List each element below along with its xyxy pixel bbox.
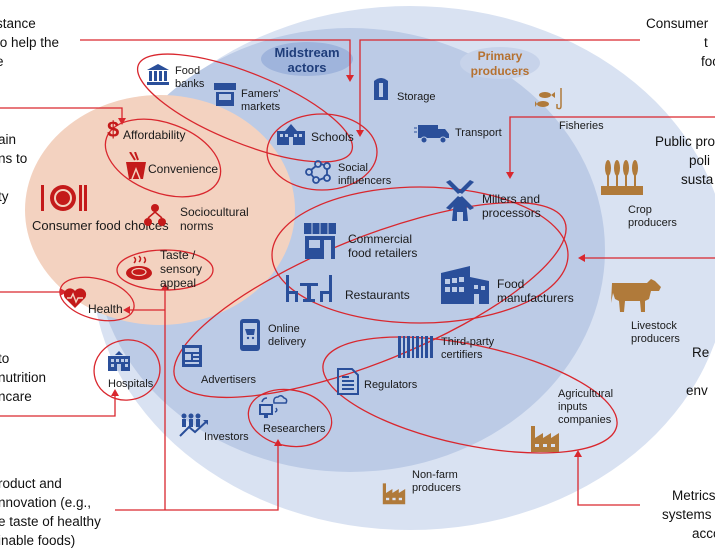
health-label: Health [88, 302, 123, 316]
primary-producers-badge: Primary producers [470, 49, 530, 78]
school-icon [277, 124, 305, 145]
phone-cart-icon [240, 319, 260, 351]
consumer-zone [25, 95, 295, 325]
cow-icon [611, 279, 661, 312]
oval-affordability-convenience [104, 118, 222, 198]
livestock-producers-label: Livestock producers [631, 320, 680, 345]
midstream-badge: Midstream actors [274, 45, 340, 75]
wheat-icon [601, 160, 643, 195]
hospitals-label: Hospitals [108, 378, 154, 390]
arrowhead [118, 118, 126, 125]
right-note-4: Metricssystemsacco [662, 488, 715, 541]
commercial-food-retailers-label: Commercial food retailers [348, 232, 418, 260]
computer-cloud-icon [259, 394, 288, 418]
factory-icon [382, 483, 406, 505]
bank-building-icon [147, 64, 169, 85]
hospital-icon [108, 351, 130, 371]
convenience-label: Convenience [148, 162, 219, 176]
storage-label: Storage [397, 91, 436, 103]
right-note-1: Consumertfoo [646, 16, 715, 69]
factory-icon [531, 426, 559, 452]
left-note-3: tonutritionncare [0, 351, 47, 404]
right-note-3: Re env [686, 345, 710, 398]
truck-icon [414, 125, 449, 144]
hot-dish-icon [126, 255, 152, 280]
oval-regulators [322, 336, 618, 454]
arrowhead [161, 283, 169, 290]
arrowhead [578, 254, 585, 262]
investors-chart-icon [179, 413, 208, 437]
plate-cutlery-icon [41, 185, 87, 211]
advertisers-label: Advertisers [201, 374, 257, 386]
online-delivery-label: Online delivery [268, 323, 306, 348]
link-bottom [115, 446, 279, 511]
market-stall-icon [214, 83, 236, 106]
crop-producers-label: Crop producers [628, 204, 677, 229]
restaurants-label: Restaurants [345, 288, 410, 302]
oval-hospitals [93, 339, 161, 401]
primary-badge-bg [460, 47, 540, 79]
millers-processors-label: Millers and processors [482, 192, 541, 220]
arrowhead [60, 288, 67, 296]
third-party-certifiers-label: Third-party certifiers [441, 336, 495, 361]
storefront-icon [304, 223, 336, 259]
social-network-icon [305, 160, 331, 184]
link-top-left [80, 39, 351, 75]
arrowhead [574, 450, 582, 457]
arrowhead [274, 439, 282, 446]
non-farm-producers-label: Non-farm producers [412, 469, 461, 494]
taste-sensory-appeal-label: Taste / sensory appeal [160, 248, 203, 290]
arrowhead [506, 172, 514, 179]
dollar-icon: $ [107, 117, 120, 142]
newspaper-icon [182, 345, 202, 367]
link-left-2 [0, 107, 123, 118]
consumer-food-choices-label: Consumer food choices [32, 218, 169, 233]
oval-retail-inner [271, 186, 569, 324]
affordability-label: Affordability [123, 128, 186, 142]
document-icon [337, 368, 359, 395]
factory-building-icon [441, 266, 489, 304]
investors-label: Investors [204, 431, 249, 443]
oval-retail-big [173, 201, 567, 399]
transport-label: Transport [455, 127, 502, 139]
heart-pulse-icon [63, 288, 87, 308]
arrowhead [346, 75, 354, 82]
oval-schools-influencers [266, 113, 378, 191]
link-right-metrics [577, 457, 640, 506]
oval-foodbanks-schools [136, 53, 354, 163]
agricultural-inputs-label: Agricultural inputs companies [558, 388, 614, 426]
researchers-label: Researchers [263, 423, 326, 435]
regulators-label: Regulators [364, 379, 418, 391]
people-network-icon [144, 204, 166, 226]
midstream-badge-bg [261, 42, 353, 76]
food-manufacturers-label: Food manufacturers [497, 277, 574, 305]
oval-researchers [247, 388, 333, 448]
arrowhead [356, 130, 364, 137]
fisheries-label: Fisheries [559, 120, 604, 132]
link-hospitals [0, 396, 116, 417]
arrowhead [123, 306, 130, 314]
social-influencers-label: Social influencers [338, 162, 392, 187]
link-right-public [509, 116, 715, 172]
windmill-icon [446, 180, 474, 221]
silo-icon [374, 78, 388, 100]
takeout-box-icon [126, 152, 146, 180]
sociocultural-norms-label: Sociocultural norms [180, 205, 249, 233]
farmers-markets-label: Famers' markets [241, 88, 281, 113]
link-top-right [359, 39, 640, 130]
schools-label: Schools [311, 130, 354, 144]
barcode-icon [398, 336, 433, 358]
table-chairs-icon [286, 275, 332, 302]
food-banks-label: Food banks [175, 65, 205, 90]
fish-hook-icon [535, 88, 562, 110]
arrowhead [111, 389, 119, 396]
